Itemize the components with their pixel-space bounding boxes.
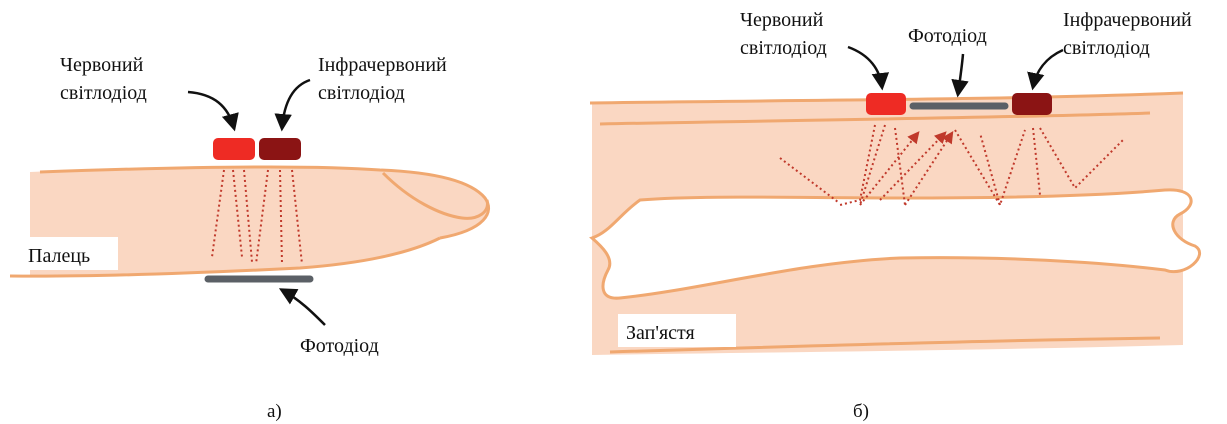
finger-red-led — [213, 138, 255, 160]
wrist-photodiode-label: Фотодіод — [908, 25, 987, 47]
finger-ir-led-arrow — [282, 80, 310, 128]
wrist-panel: Червоний світлодіод Фотодіод Інфрачервон… — [590, 9, 1200, 422]
finger-panel: Червоний світлодіод Інфрачервоний світло… — [10, 54, 489, 422]
wrist-ir-led-label: Інфрачервоний світлодіод — [1063, 9, 1197, 59]
wrist-ir-led-arrow — [1033, 50, 1063, 87]
finger-red-led-arrow — [188, 92, 234, 128]
wrist-ir-led — [1012, 93, 1052, 115]
finger-ir-led-label: Інфрачервоний світлодіод — [318, 54, 452, 104]
finger-red-led-label: Червоний світлодіод — [60, 54, 148, 104]
finger-photodiode-arrow — [282, 290, 325, 325]
wrist-photodiode-arrow — [958, 54, 963, 94]
wrist-tissue-label: Зап'ястя — [626, 322, 695, 344]
finger-tissue-label: Палець — [28, 245, 90, 267]
wrist-red-led-label: Червоний світлодіод — [740, 9, 828, 59]
finger-photodiode-label: Фотодіод — [300, 335, 379, 357]
caption-b: б) — [853, 401, 869, 422]
caption-a: а) — [267, 401, 282, 422]
wrist-red-led-arrow — [848, 47, 882, 87]
wrist-red-led — [866, 93, 906, 115]
finger-ir-led — [259, 138, 301, 160]
